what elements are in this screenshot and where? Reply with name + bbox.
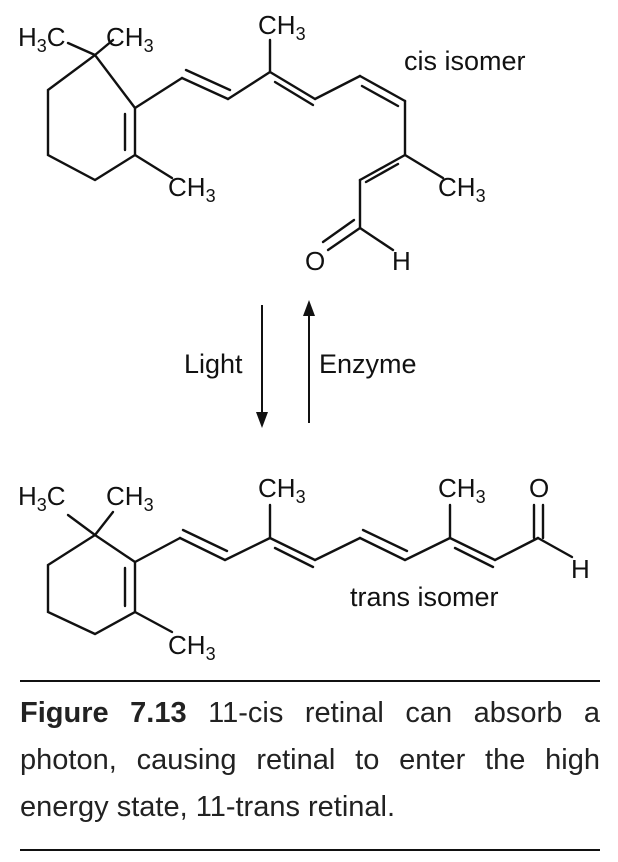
trans-chain-bond-8b — [453, 546, 495, 569]
cis-ring-bonds — [46, 53, 137, 182]
trans-ring-methyl-bond — [133, 610, 174, 634]
caption-bottom-rule — [20, 849, 600, 851]
cis-chain-bond-8 — [358, 153, 407, 182]
trans-chain-bond-2b — [181, 528, 229, 553]
trans-gem-ch3-label: CH3 — [106, 481, 154, 515]
trans-chain-bond-4 — [268, 536, 317, 562]
trans-chain-bond-6 — [358, 536, 407, 562]
retinal-isomerization-diagram: H3C CH3 CH3 CH3 CH3 O H cis isomer Light… — [18, 10, 590, 664]
trans-aldehyde-h-bond — [536, 536, 574, 559]
cis-carbonyl-bond-b — [321, 218, 356, 244]
figure-label: Figure 7.13 — [20, 697, 187, 729]
cis-ring-ch3-label: CH3 — [168, 172, 216, 206]
trans-chain-bond-6b — [361, 528, 409, 553]
trans-chain-bond-4b — [273, 546, 315, 569]
trans-h3c-label: H3C — [18, 481, 66, 515]
trans-chain-bond-1 — [133, 536, 182, 564]
trans-ring-bonds — [46, 533, 137, 636]
cis-chain-bond-4b — [273, 80, 315, 107]
trans-chain-bond-2 — [178, 536, 227, 562]
cis-oxygen-label: O — [305, 246, 325, 276]
enzyme-arrowhead — [303, 300, 315, 316]
trans-gem-bond-left — [66, 513, 97, 537]
cis-side-methyl-bond — [403, 153, 445, 180]
equilibrium-arrows: Light Enzyme — [184, 300, 417, 428]
trans-chain-bond-5 — [313, 536, 362, 562]
cis-side-ch3-label: CH3 — [438, 172, 486, 206]
cis-h3c-label: H3C — [18, 22, 66, 56]
trans-oxygen-label: O — [529, 473, 549, 503]
cis-chain-bond-2b — [184, 68, 232, 92]
cis-gem-bond-left — [66, 41, 97, 57]
cis-hydrogen-label: H — [392, 246, 411, 276]
trans-isomer-structure: H3C CH3 CH3 CH3 CH3 O H trans isomer — [18, 473, 590, 664]
caption-top-rule — [20, 680, 600, 682]
trans-hydrogen-label: H — [571, 554, 590, 584]
trans-right-ch3-label: CH3 — [438, 473, 486, 507]
enzyme-label: Enzyme — [319, 349, 417, 379]
trans-chain-bond-8 — [448, 536, 497, 562]
cis-aldehyde-h-bond — [358, 226, 395, 252]
cis-ring-methyl-bond — [133, 153, 174, 180]
cis-chain-bond-3 — [226, 70, 272, 101]
cis-top-ch3-label: CH3 — [258, 10, 306, 44]
cis-chain-bond-1 — [133, 76, 184, 110]
cis-carbonyl-bond — [326, 226, 362, 252]
cis-chain-bond-6 — [358, 74, 407, 103]
trans-ring-ch3-label: CH3 — [168, 630, 216, 664]
cis-gem-bond-right — [93, 38, 115, 57]
cis-chain-bond-5 — [313, 74, 362, 101]
trans-chain-bond-7 — [403, 536, 452, 562]
cis-isomer-label: cis isomer — [404, 46, 526, 76]
cis-chain-bond-8b — [364, 162, 400, 184]
cis-chain-bond-4 — [268, 70, 317, 101]
cis-isomer-structure: H3C CH3 CH3 CH3 CH3 O H cis isomer — [18, 10, 526, 276]
trans-isomer-label: trans isomer — [350, 582, 499, 612]
figure-caption: Figure 7.13 11-cis retinal can absorb a … — [20, 690, 600, 831]
trans-chain-bond-9 — [493, 536, 540, 562]
caption-text: 11-cis retinal can absorb a photon, caus… — [20, 697, 600, 823]
cis-chain-bond-2 — [180, 76, 230, 101]
light-arrowhead — [256, 412, 268, 428]
trans-gem-bond-right — [93, 510, 115, 537]
light-label: Light — [184, 349, 243, 379]
trans-mid-ch3-label: CH3 — [258, 473, 306, 507]
cis-gem-ch3-label: CH3 — [106, 22, 154, 56]
cis-chain-bond-6b — [360, 84, 400, 108]
trans-chain-bond-3 — [223, 536, 272, 562]
